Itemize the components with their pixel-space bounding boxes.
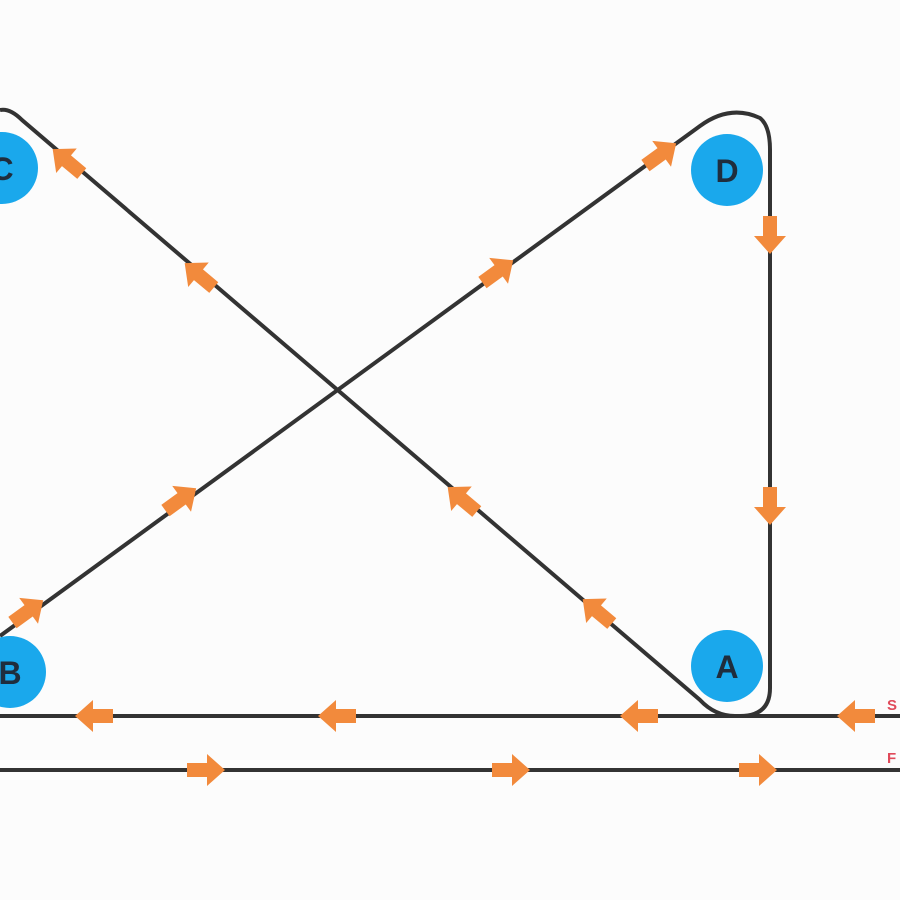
- node-a: A: [691, 630, 763, 702]
- direction-arrows: [8, 140, 875, 786]
- arrow-icon: [739, 754, 777, 786]
- arrow-icon: [837, 700, 875, 732]
- arrow-icon: [492, 754, 530, 786]
- node-d-label: D: [715, 153, 738, 189]
- node-d: D: [691, 134, 763, 206]
- node-c-circle: [0, 132, 38, 204]
- node-c: C: [0, 132, 38, 204]
- path-a-to-c: [0, 107, 736, 718]
- flight-paths: [0, 107, 900, 772]
- arrow-icon: [318, 700, 356, 732]
- node-c-label: C: [0, 151, 14, 187]
- node-d-circle: [691, 134, 763, 206]
- arrow-icon: [754, 487, 786, 525]
- arrow-icon: [641, 140, 677, 172]
- arrow-icon: [8, 597, 44, 629]
- f-line-label: F: [887, 750, 896, 767]
- s-line-label: S: [887, 697, 897, 714]
- arrow-icon: [187, 754, 225, 786]
- arrow-icon: [754, 216, 786, 254]
- node-a-label: A: [715, 649, 738, 685]
- path-b-to-d-to-a: [0, 110, 772, 718]
- arrow-icon: [582, 598, 617, 629]
- arrow-icon: [184, 262, 219, 293]
- arrow-icon: [447, 486, 482, 517]
- arrow-icon: [75, 700, 113, 732]
- node-b-label: B: [0, 655, 22, 691]
- arrow-icon: [161, 485, 197, 517]
- node-a-circle: [691, 630, 763, 702]
- nodes: C D B A: [0, 132, 763, 708]
- arrow-icon: [478, 257, 514, 289]
- arrow-icon: [620, 700, 658, 732]
- node-b: B: [0, 636, 46, 708]
- node-b-circle: [0, 636, 46, 708]
- arrow-icon: [52, 148, 87, 179]
